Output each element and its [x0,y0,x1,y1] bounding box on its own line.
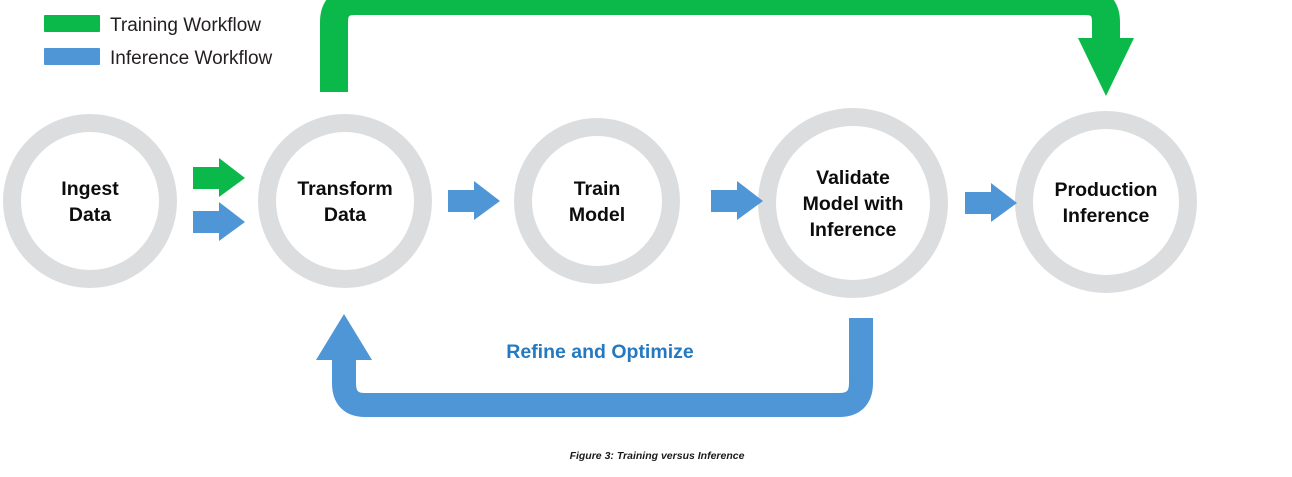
node-ingest-data[interactable]: Ingest Data [3,114,177,288]
node-ring [258,114,432,288]
arrow-transform-to-train [448,181,500,220]
connectors [193,158,1017,241]
legend: Training Workflow Inference Workflow [44,15,273,69]
figure-caption: Figure 3: Training versus Inference [570,450,745,462]
node-label-line: Inference [1063,205,1150,227]
node-production-inference[interactable]: Production Inference [1015,111,1197,293]
refine-loop-arrowhead [316,314,372,360]
node-label-line: Model [569,204,625,226]
refine-and-optimize-label: Refine and Optimize [506,341,694,363]
node-ring [1015,111,1197,293]
node-label-line: Inference [810,219,897,241]
node-ring [514,118,680,284]
legend-item-training: Training Workflow [44,15,261,36]
node-label-line: Validate [816,167,890,189]
arrow-train-to-validate [711,181,763,220]
arrow-ingest-to-transform-inference [193,202,245,241]
node-label-line: Data [324,204,366,226]
node-ring [3,114,177,288]
arrow-validate-to-production [965,183,1017,222]
legend-item-label: Training Workflow [110,15,261,36]
node-label-line: Ingest [61,178,119,200]
training-feedback-loop-line [320,0,1120,92]
workflow-nodes: Ingest Data Transform Data Train Model V… [3,108,1197,298]
node-label-line: Data [69,204,111,226]
arrow-ingest-to-transform-training [193,158,245,197]
training-feedback-loop [320,0,1134,96]
node-label-line: Transform [297,178,392,200]
refine-and-optimize-loop: Refine and Optimize [316,314,873,417]
node-transform-data[interactable]: Transform Data [258,114,432,288]
refine-loop-line [332,318,873,417]
node-ring [758,108,948,298]
legend-item-label: Inference Workflow [110,48,273,69]
blue-legend-swatch [44,48,100,65]
legend-item-inference: Inference Workflow [44,48,273,69]
node-label-line: Train [574,178,621,200]
node-label-line: Model with [803,193,904,215]
node-train-model[interactable]: Train Model [514,118,680,284]
training-feedback-arrowhead [1078,38,1134,96]
node-validate-model[interactable]: Validate Model with Inference [758,108,948,298]
green-legend-swatch [44,15,100,32]
node-label-line: Production [1055,179,1158,201]
